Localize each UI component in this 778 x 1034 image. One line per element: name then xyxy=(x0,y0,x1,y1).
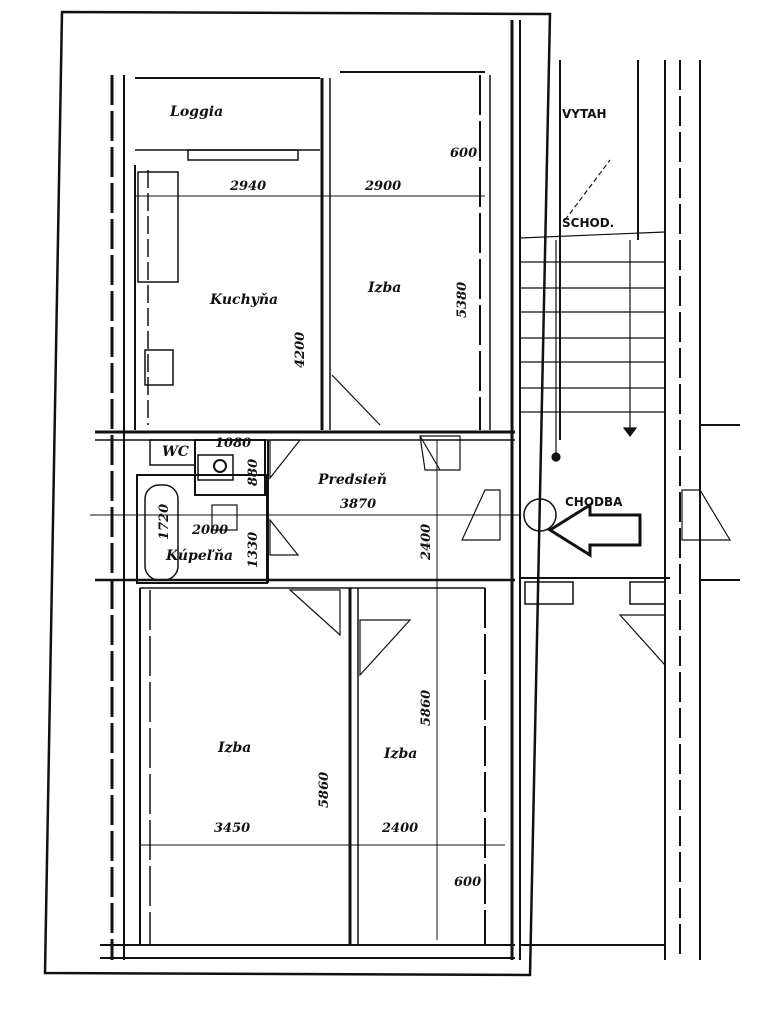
dim-bath-door: 1330 xyxy=(246,532,261,568)
walls xyxy=(90,20,740,960)
dim-bath-width: 1720 xyxy=(157,504,172,540)
entrance-arrow-icon xyxy=(523,498,642,558)
room-label-hall: Predsieň xyxy=(317,472,387,488)
dim-kitchen-width: 2940 xyxy=(229,179,266,194)
room-label-wc: WC xyxy=(162,444,189,460)
label-stairs: SCHOD. xyxy=(562,216,614,230)
label-elevator: VYTAH xyxy=(562,107,607,121)
dim-wc-width: 1080 xyxy=(215,436,251,451)
stairs xyxy=(519,231,666,462)
dim-loggia-depth: 600 xyxy=(450,146,477,161)
room-label-room-bottom-right: Izba xyxy=(383,746,417,762)
dim-room-bl-width: 3450 xyxy=(214,821,250,836)
label-corridor: CHODBA xyxy=(565,495,623,509)
room-label-room-bottom-left: Izba xyxy=(217,740,251,756)
room-label-loggia: Loggia xyxy=(169,104,223,120)
dim-hall-length: 2400 xyxy=(419,524,434,561)
dim-room-br-width: 2400 xyxy=(381,821,418,836)
dim-bath-length: 2000 xyxy=(191,523,228,538)
dim-wc-length: 880 xyxy=(246,459,261,486)
dim-kitchen-length: 4200 xyxy=(293,332,308,368)
apartment-outline xyxy=(43,10,552,977)
dim-room-top-length: 5380 xyxy=(455,282,470,318)
dim-room-bl-length: 5860 xyxy=(317,772,332,808)
dim-hall-width: 3870 xyxy=(340,497,376,512)
dim-room-br-length: 5860 xyxy=(419,690,434,726)
dim-window-depth-bottom: 600 xyxy=(454,875,481,890)
room-label-bathroom: Kúpeľňa xyxy=(165,548,233,564)
room-label-room-top: Izba xyxy=(367,280,401,296)
dim-room-top-width: 2900 xyxy=(364,179,401,194)
room-label-kitchen: Kuchyňa xyxy=(209,292,278,308)
